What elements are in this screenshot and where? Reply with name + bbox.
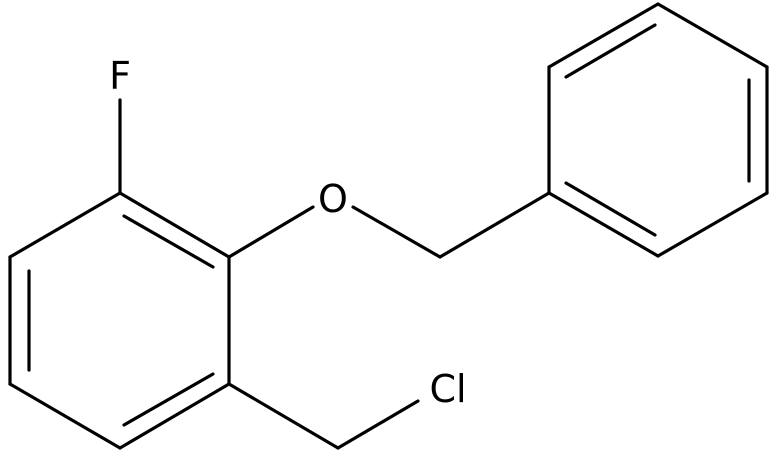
ring-bond: [8, 191, 122, 259]
o-ch2-bond: [351, 205, 442, 259]
ring-double-bond: [564, 23, 657, 79]
ring-bond: [656, 191, 769, 258]
fluorine-label: F: [109, 54, 131, 98]
ring-bond: [547, 191, 660, 258]
fluorobenzene-ring: [8, 191, 231, 450]
ring-bond: [118, 191, 231, 259]
c-o-bond: [227, 205, 315, 259]
oxygen-label: O: [318, 177, 348, 221]
ring-double-bond: [122, 372, 215, 427]
ch2-phenyl-bond: [438, 191, 551, 259]
c-ch2-bond: [227, 382, 340, 450]
phenyl-ring: [547, 2, 769, 258]
ring-double-bond: [564, 181, 657, 237]
ring-bond: [656, 2, 769, 69]
ring-bond: [118, 382, 231, 450]
ring-bond: [547, 2, 660, 69]
ring-double-bond: [122, 214, 215, 269]
ring-bond: [8, 382, 122, 450]
chlorine-label: Cl: [429, 367, 466, 411]
ch2-cl-bond: [336, 399, 420, 450]
